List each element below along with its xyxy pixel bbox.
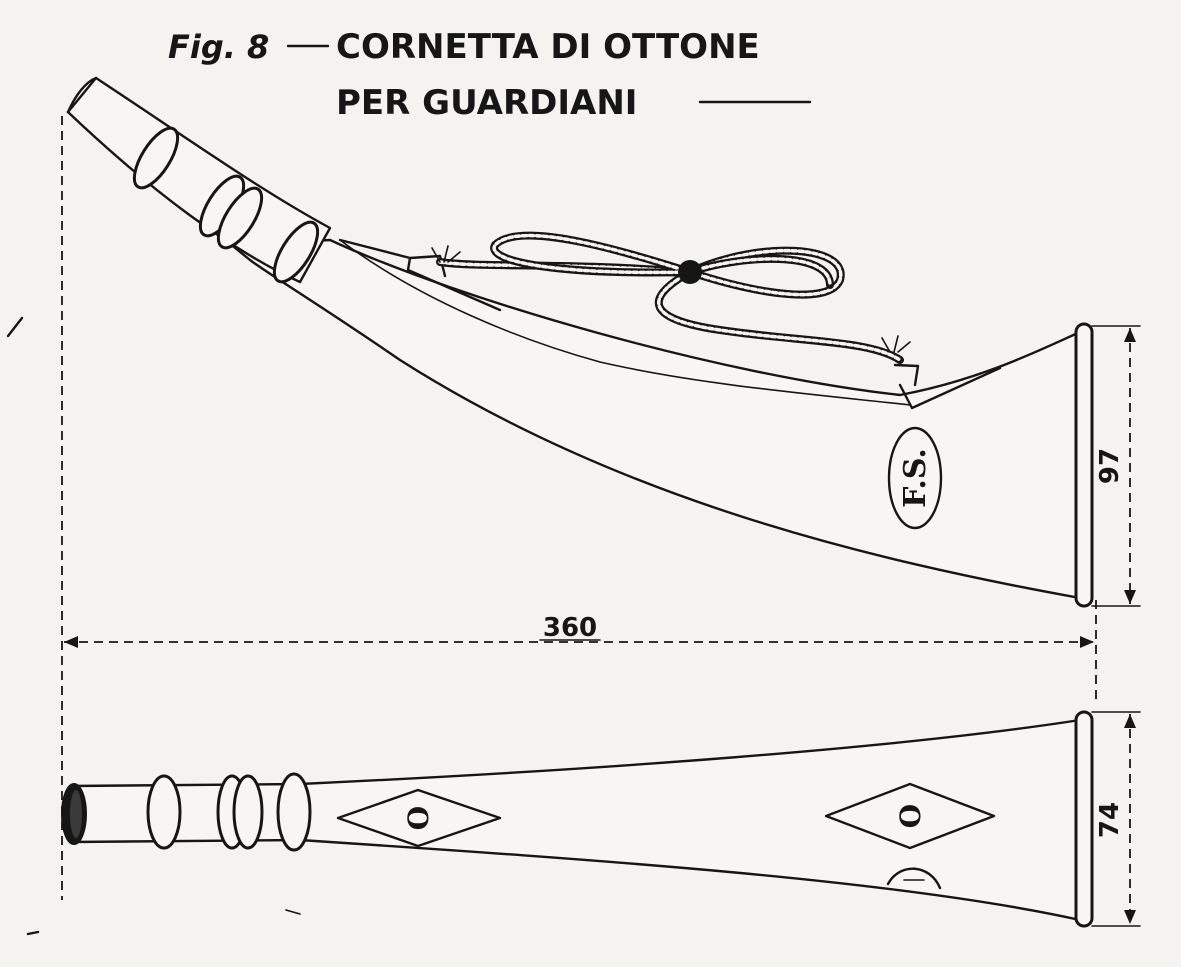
bell-rim-top	[1074, 710, 1094, 928]
dimension-overall-length: 360	[61, 116, 1097, 900]
diamond-plate-right	[824, 782, 996, 850]
cord-loop-left	[492, 233, 692, 275]
arrow-length-left	[64, 636, 78, 648]
figure-label: Fig. 8	[168, 28, 269, 66]
dimension-bell-top-value: 74	[1095, 802, 1125, 838]
ring-side-4	[272, 220, 320, 284]
dimension-bell-side: 97	[1091, 325, 1141, 607]
scan-mark-3	[285, 909, 301, 915]
fs-emblem-text: F.S.	[898, 448, 933, 508]
diamond-plate-left	[336, 788, 502, 848]
cord-tail	[657, 270, 902, 362]
arrow-length-right	[1080, 636, 1094, 648]
dimension-bell-top: 74	[1091, 711, 1141, 927]
bell-rim-side	[1074, 322, 1094, 608]
bracket-left	[338, 238, 502, 312]
diamond-mark-left: O	[402, 806, 435, 830]
cord-tassel-left	[431, 245, 461, 263]
fs-emblem-oval	[887, 426, 943, 530]
title-line-1: CORNETTA DI OTTONE	[336, 27, 760, 67]
scan-mark-2	[26, 930, 40, 936]
ring-side-3	[216, 186, 264, 250]
dimension-bell-side-value: 97	[1095, 448, 1125, 484]
cord-loop-right	[688, 248, 843, 297]
carrying-cord	[431, 231, 911, 364]
dimension-length-value: 360	[543, 613, 597, 643]
horn-top-view: O O	[61, 710, 1094, 928]
scan-marks	[6, 316, 301, 936]
scan-mark-1	[6, 316, 24, 338]
arrow-bell-top-bottom	[1124, 910, 1136, 924]
ring-top-4	[276, 772, 312, 852]
title-line-2: PER GUARDIANI	[336, 83, 637, 123]
mouthpiece-bore	[70, 790, 82, 838]
diamond-mark-right: O	[894, 804, 927, 828]
ring-side-1	[132, 126, 180, 190]
cord-knot	[678, 260, 702, 284]
mouthpiece-opening-side	[66, 76, 98, 114]
cord-tassel-right	[881, 335, 911, 353]
arrow-bell-side-bottom	[1124, 590, 1136, 604]
mouthpiece-tube-top	[68, 782, 302, 844]
clip-right	[893, 363, 920, 387]
arrow-bell-top-top	[1124, 714, 1136, 728]
cord-loop-right-inner	[688, 257, 832, 287]
bracket-right	[898, 366, 1002, 410]
arrow-bell-side-top	[1124, 328, 1136, 342]
horn-side-view: F.S.	[66, 76, 1094, 608]
seam-line	[339, 239, 911, 406]
underside-clip	[886, 867, 942, 890]
clip-left	[408, 254, 447, 278]
ring-top-3	[232, 774, 264, 850]
ring-top-1	[146, 774, 182, 850]
figure-title: Fig. 8 CORNETTA DI OTTONE PER GUARDIANI	[168, 27, 812, 123]
